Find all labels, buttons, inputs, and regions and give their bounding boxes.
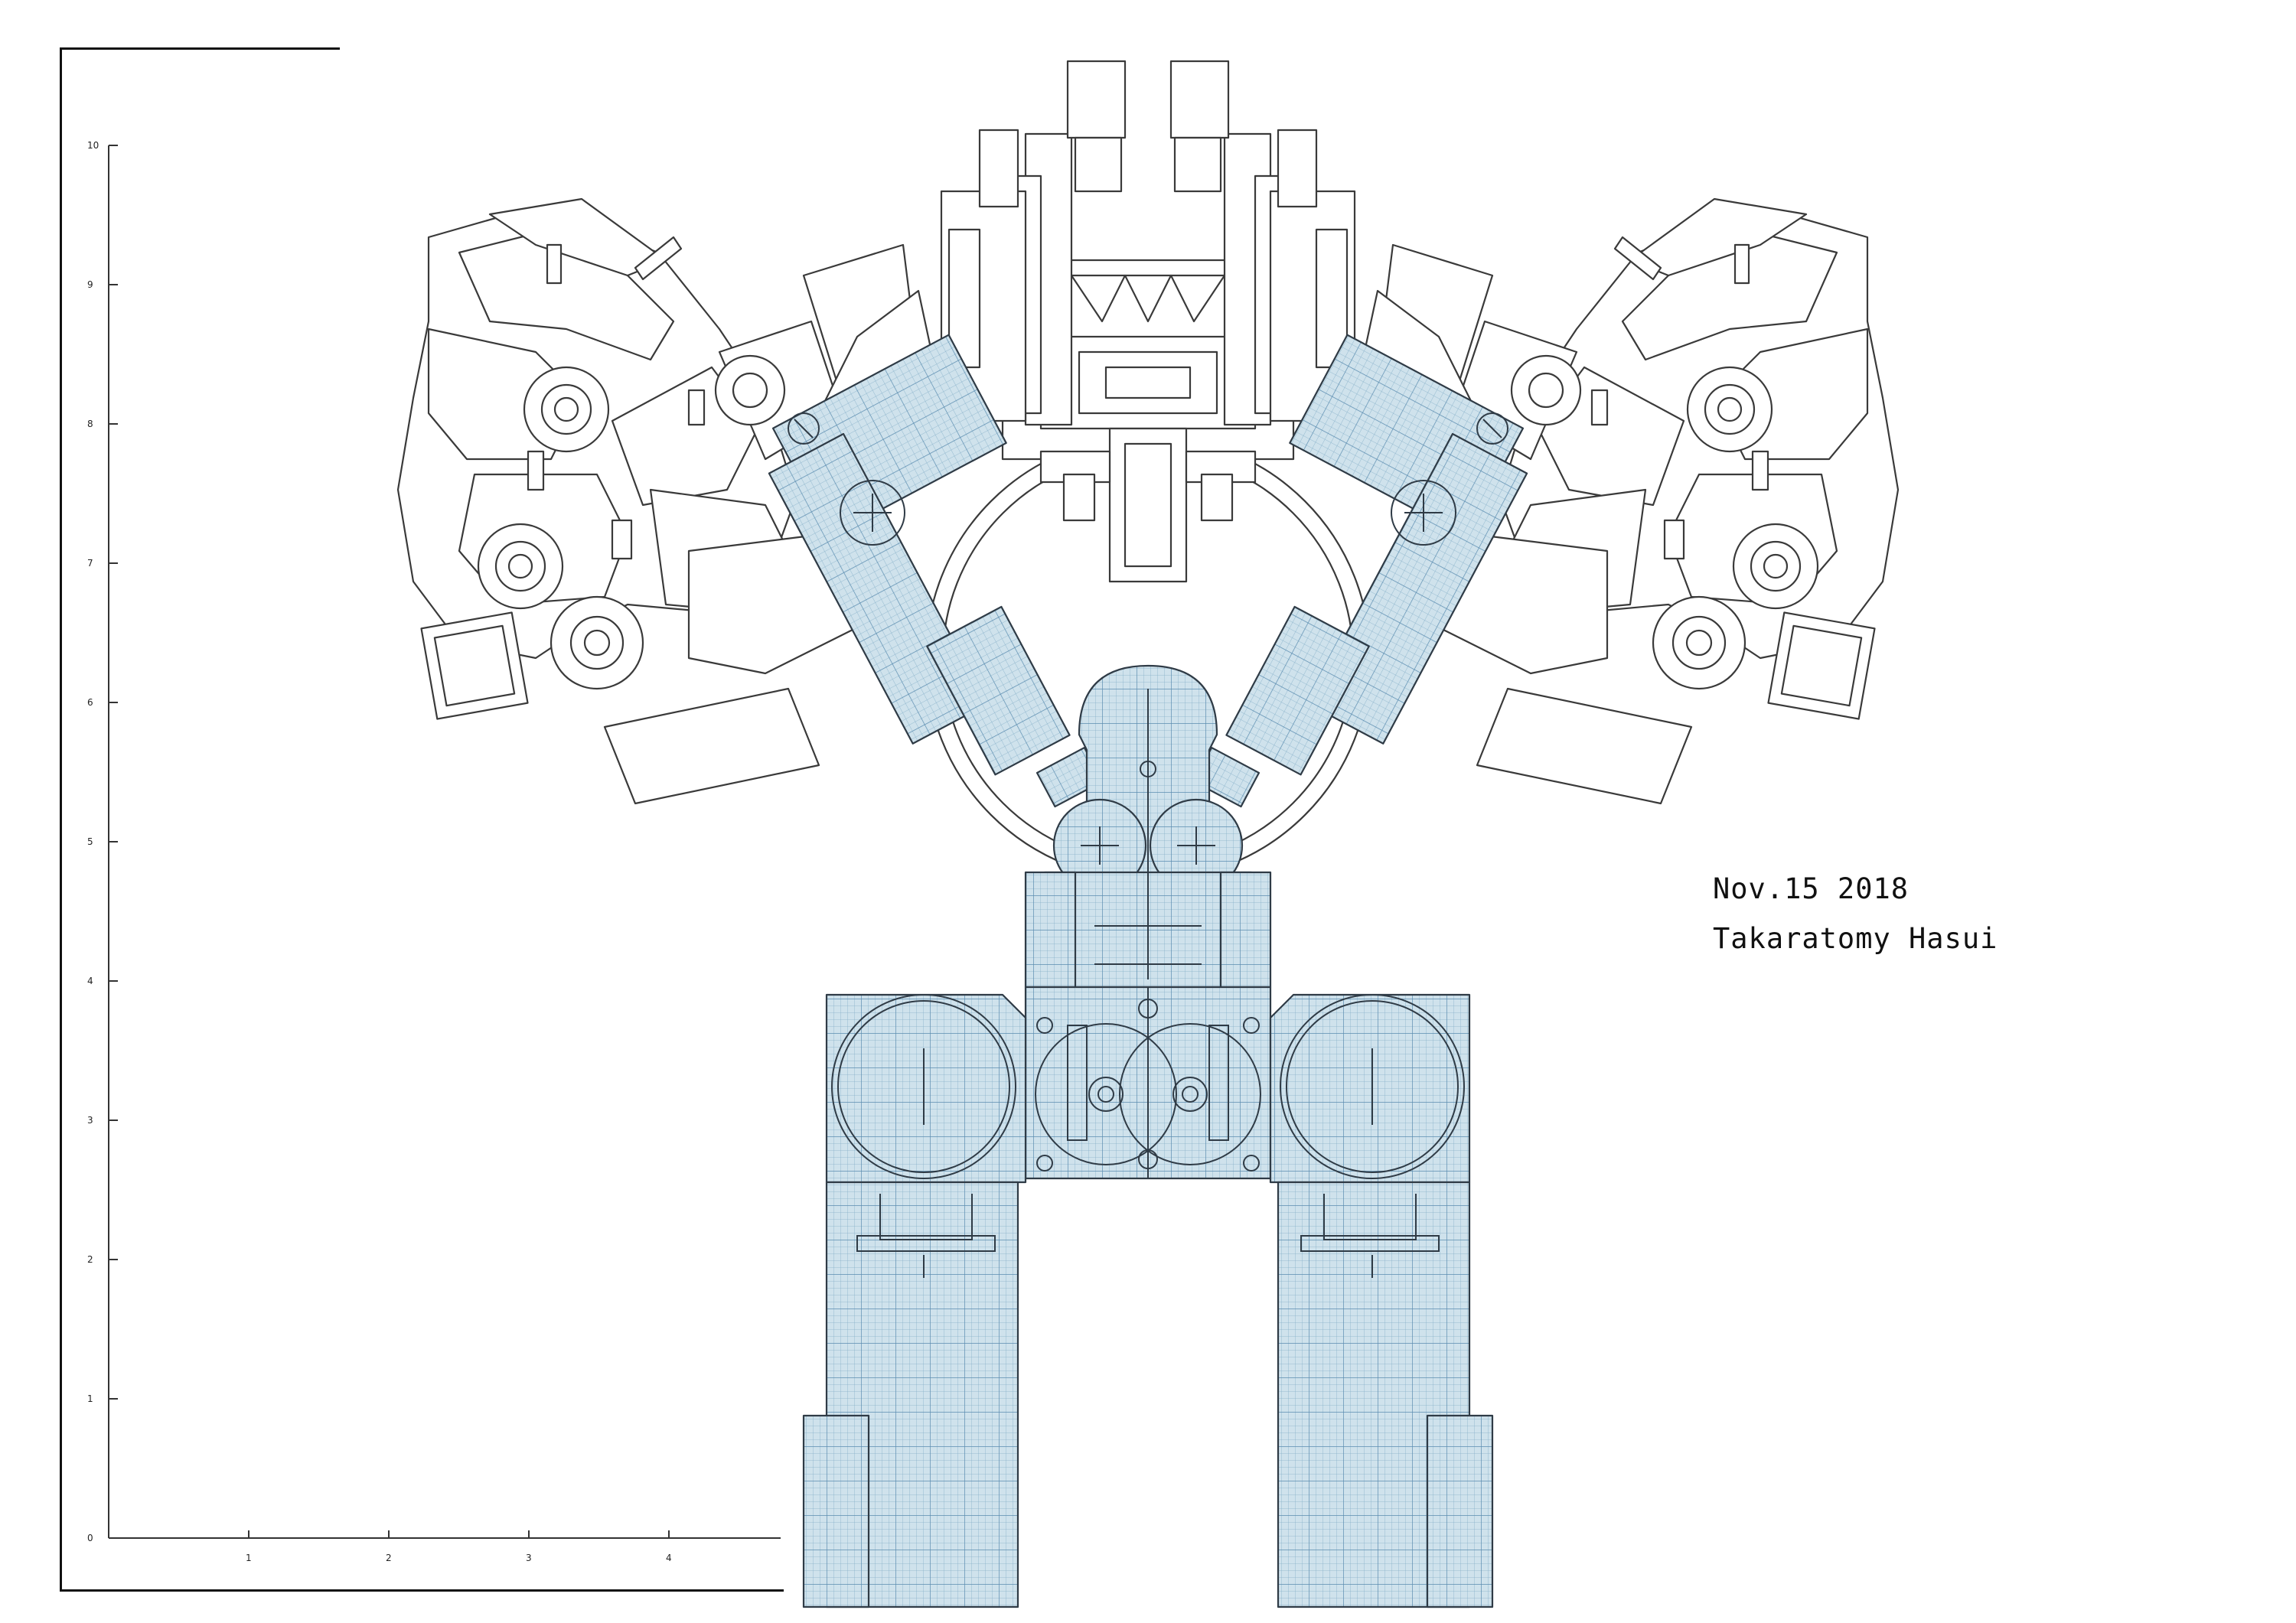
y-tick-label: 7 <box>87 558 93 569</box>
upper-machinery <box>396 60 1900 882</box>
grid-frame-parts <box>768 334 1528 1608</box>
x-tick-label: 1 <box>246 1553 252 1563</box>
y-tick-label: 9 <box>87 279 93 290</box>
y-axis <box>108 145 781 1539</box>
frame-left-line <box>60 47 62 1592</box>
y-tick-label: 5 <box>87 836 93 847</box>
drawing-date: Nov.15 2018 <box>1713 872 1910 905</box>
frame-bottom-line <box>60 1589 784 1592</box>
y-tick-label: 0 <box>87 1533 93 1543</box>
y-tick-label: 6 <box>87 697 93 708</box>
y-tick-label: 3 <box>87 1115 93 1126</box>
x-tick-label: 2 <box>386 1553 392 1563</box>
y-tick-label: 8 <box>87 419 93 429</box>
y-tick-label: 10 <box>87 140 99 151</box>
grid-part-details <box>788 412 1508 1278</box>
x-tick-label: 4 <box>666 1553 672 1563</box>
y-tick-label: 2 <box>87 1254 93 1265</box>
frame-top-line <box>60 47 340 50</box>
y-tick-label: 1 <box>87 1393 93 1404</box>
y-tick-label: 4 <box>87 976 93 986</box>
drawing-author: Takaratomy Hasui <box>1713 922 1998 955</box>
x-tick-label: 3 <box>526 1553 532 1563</box>
